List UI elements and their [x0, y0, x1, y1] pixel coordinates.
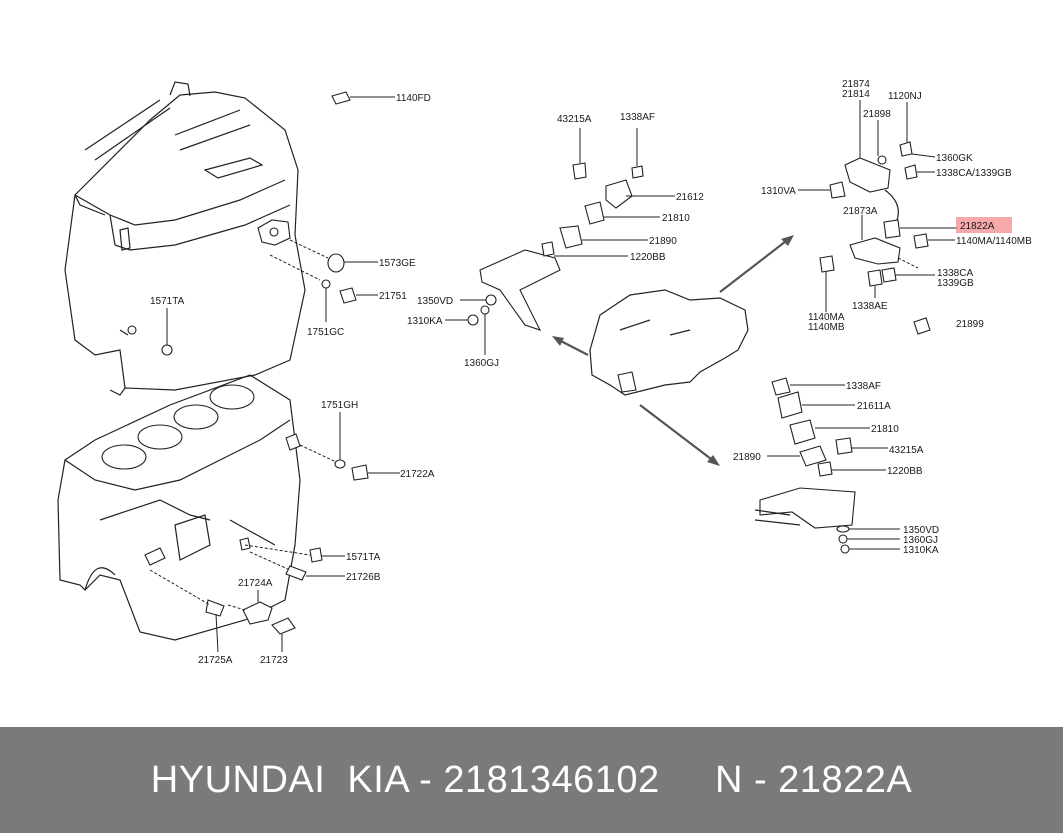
label-21874: 21874	[842, 79, 870, 90]
label-43215A-top: 43215A	[557, 114, 592, 125]
engine-outline	[552, 235, 794, 466]
label-21822A: 21822A	[960, 221, 995, 232]
cylinder-block-drawing	[57, 374, 301, 641]
label-1338AF-top: 1338AF	[620, 112, 655, 123]
label-1338AF-bot: 1338AF	[846, 381, 881, 392]
label-21873A: 21873A	[843, 206, 878, 217]
label-1350VD-bot: 1350VD	[903, 525, 939, 536]
label-21612: 21612	[676, 192, 704, 203]
label-1360GJ-left: 1360GJ	[464, 358, 499, 369]
label-21611A: 21611A	[857, 401, 891, 412]
label-21810-bot: 21810	[871, 424, 899, 435]
parts-diagram: 1140FD 1573GE 21751 1751GC 1571TA 1751GH…	[57, 79, 1032, 666]
engine-hardware	[149, 91, 400, 653]
label-21899: 21899	[956, 319, 984, 330]
label-1751GC: 1751GC	[307, 327, 344, 338]
label-21751: 21751	[379, 291, 407, 302]
right-lower-assembly	[754, 377, 900, 554]
label-1360GJ-bot: 1360GJ	[903, 535, 938, 546]
label-1140FD: 1140FD	[396, 93, 431, 104]
label-1350VD-left: 1350VD	[417, 296, 453, 307]
label-1338AE: 1338AE	[852, 301, 888, 312]
label-21810-top: 21810	[662, 213, 690, 224]
label-21723: 21723	[260, 655, 288, 666]
label-1140MA-1140MB: 1140MA/1140MB	[956, 236, 1032, 247]
label-21725A: 21725A	[198, 655, 233, 666]
label-21722A: 21722A	[400, 469, 435, 480]
label-1140MA: 1140MA	[808, 312, 845, 323]
footer-part-number: HYUNDAI KIA - 2181346102 N - 21822A	[150, 758, 913, 801]
label-1140MB: 1140MB	[808, 322, 845, 333]
label-1751GH: 1751GH	[321, 400, 358, 411]
label-1310KA-bot: 1310KA	[903, 545, 939, 556]
label-1360GK: 1360GK	[936, 153, 973, 164]
label-43215A-bot: 43215A	[889, 445, 924, 456]
part-labels: 1140FD 1573GE 21751 1751GC 1571TA 1751GH…	[150, 79, 1032, 666]
label-1573GE: 1573GE	[379, 258, 416, 269]
label-1339GB: 1339GB	[937, 278, 974, 289]
cylinder-head-drawing	[64, 81, 306, 396]
label-21890-top: 21890	[649, 236, 677, 247]
label-1220BB-top: 1220BB	[630, 252, 666, 263]
label-21898: 21898	[863, 109, 891, 120]
label-21890-bot: 21890	[733, 452, 761, 463]
label-21726B: 21726B	[346, 572, 381, 583]
label-1120NJ: 1120NJ	[888, 91, 922, 102]
right-mount-assembly	[798, 100, 1012, 335]
label-21724A: 21724A	[238, 578, 273, 589]
label-1310VA: 1310VA	[761, 186, 796, 197]
label-1571TA-bot: 1571TA	[346, 552, 381, 563]
label-1220BB-bot: 1220BB	[887, 466, 923, 477]
label-1310KA-left: 1310KA	[407, 316, 443, 327]
label-1338CA: 1338CA	[937, 268, 973, 279]
left-mount-assembly	[445, 128, 675, 355]
label-1571TA-top: 1571TA	[150, 296, 185, 307]
label-1338CA-1339GB: 1338CA/1339GB	[936, 168, 1012, 179]
footer-banner: HYUNDAI KIA - 2181346102 N - 21822A	[0, 727, 1063, 833]
label-21814: 21814	[842, 89, 870, 100]
